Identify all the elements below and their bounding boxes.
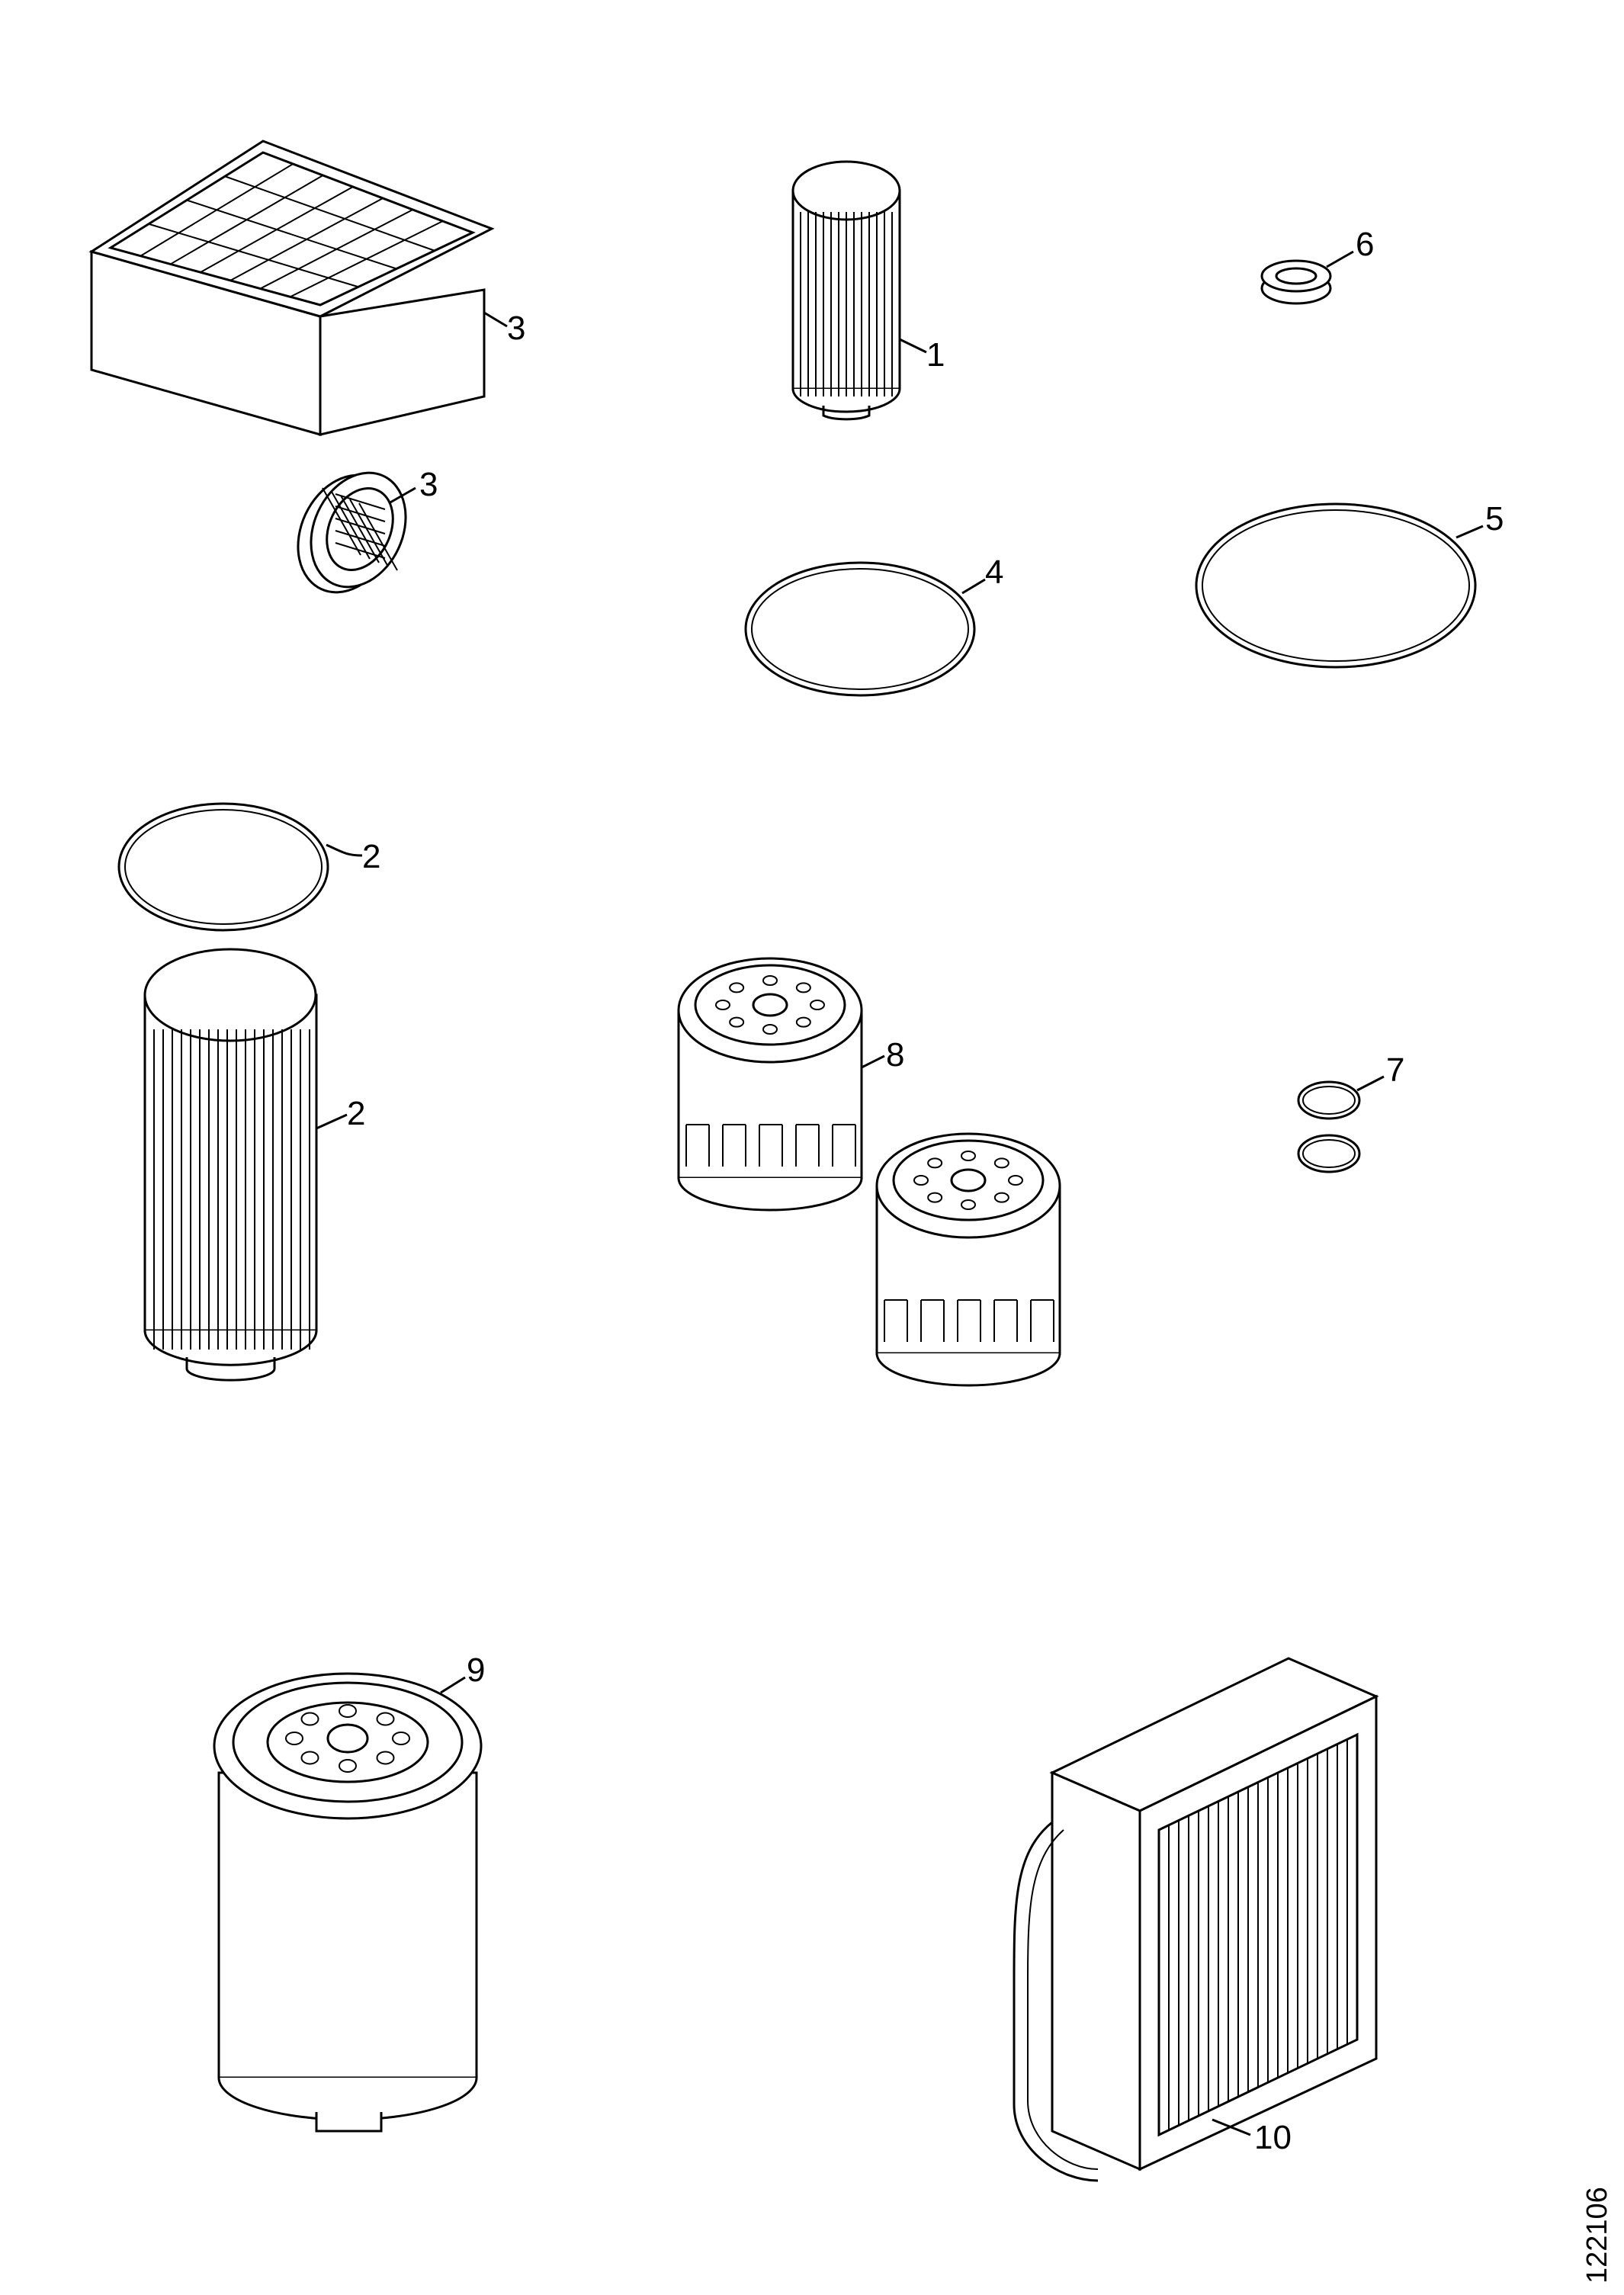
callout-9: 9 [467,1651,485,1689]
callout-2: 2 [347,1095,365,1132]
spin-on-filter-part-9 [213,1672,483,2133]
callout-7: 7 [1386,1051,1404,1089]
callout-8: 8 [886,1036,904,1074]
callout-2: 2 [362,838,380,875]
fuel-filter-cartridge-part-2 [143,948,348,1382]
o-ring-part-5 [1195,502,1484,669]
callout-3: 3 [419,466,438,503]
spin-on-filter-part-8-upper [677,957,885,1212]
callout-1: 1 [926,336,945,374]
callout-5: 5 [1485,500,1504,538]
panel-filter-part-10 [1013,1657,1379,2182]
document-number: 122106 [1581,2187,1613,2284]
o-ring-part-4 [744,561,986,697]
spin-on-filter-part-8-lower [875,1132,1061,1387]
o-ring-part-2 [117,802,363,932]
seal-ring-part-6 [1260,250,1354,305]
callout-4: 4 [985,554,1003,591]
callout-6: 6 [1356,226,1374,263]
air-filter-panel-part-3 [88,140,508,436]
callout-3: 3 [507,310,525,347]
o-ring-pair-part-7 [1297,1075,1385,1173]
callout-10: 10 [1254,2119,1292,2156]
breather-filter-part-3 [297,471,416,594]
oil-filter-cartridge-part-1 [791,160,927,421]
